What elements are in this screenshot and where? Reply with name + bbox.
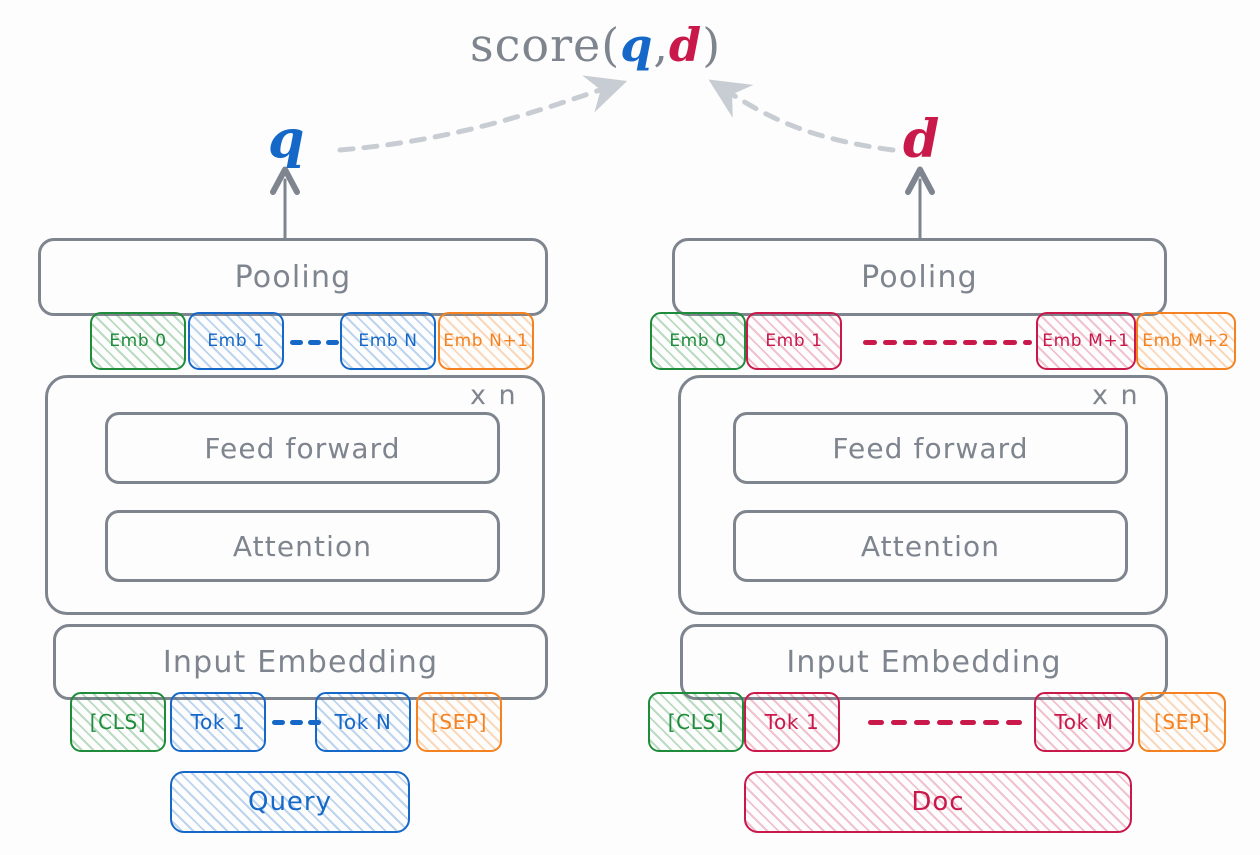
embedding-chip-query-1-label: Emb 1 [207,331,265,351]
token-chip-doc-0-label: [CLS] [667,710,725,734]
score-title-prefix: score( [470,18,621,72]
input-embedding-box-query[interactable]: Input Embedding [53,624,548,700]
embedding-chip-query-0-label: Emb 0 [109,331,167,351]
pooling-box-doc[interactable]: Pooling [672,238,1167,316]
token-chip-query-3-label: [SEP] [431,710,487,734]
token-chip-doc-3[interactable]: [SEP] [1138,692,1226,752]
attention-box-query[interactable]: Attention [105,510,500,582]
token-chip-query-2[interactable]: Tok N [315,692,411,752]
source-box-doc[interactable]: Doc [744,771,1132,833]
pooling-label-doc: Pooling [861,259,978,295]
embedding-chip-doc-1-label: Emb 1 [765,331,823,351]
token-chip-query-3[interactable]: [SEP] [416,692,502,752]
arrow-d-to-score [708,79,896,153]
token-chip-doc-2[interactable]: Tok M [1034,692,1134,752]
embedding-chip-doc-2[interactable]: Emb M+1 [1036,312,1136,370]
source-label-query: Query [247,787,332,817]
feed-forward-label-query: Feed forward [204,431,401,465]
embedding-chip-doc-3[interactable]: Emb M+2 [1136,312,1236,370]
token-chip-query-1[interactable]: Tok 1 [170,692,266,752]
embedding-chip-query-3[interactable]: Emb N+1 [438,312,534,370]
pooling-label-query: Pooling [234,259,352,295]
token-chip-query-0[interactable]: [CLS] [70,692,166,752]
score-title: score(q,d) [470,18,721,72]
source-label-doc: Doc [911,787,965,817]
feed-forward-label-doc: Feed forward [832,431,1029,465]
token-chip-doc-1-label: Tok 1 [764,710,820,734]
token-ellipsis-query [270,718,322,726]
feed-forward-box-query[interactable]: Feed forward [105,412,500,484]
feed-forward-box-doc[interactable]: Feed forward [733,412,1128,484]
attention-label-doc: Attention [860,529,1001,563]
token-chip-query-0-label: [CLS] [89,710,147,734]
embedding-chip-doc-0[interactable]: Emb 0 [650,312,746,370]
repeat-annotation-query: x n [470,380,518,411]
arrow-q-to-score [337,75,628,153]
embedding-chip-query-2-label: Emb N [358,331,418,351]
attention-label-query: Attention [232,529,373,563]
token-chip-doc-0[interactable]: [CLS] [648,692,744,752]
embedding-chip-query-2[interactable]: Emb N [340,312,436,370]
embedding-chip-doc-1[interactable]: Emb 1 [746,312,842,370]
embedding-chip-doc-0-label: Emb 0 [669,331,727,351]
token-ellipsis-doc [860,718,1030,726]
embedding-chip-doc-3-label: Emb M+2 [1142,331,1230,351]
input-embedding-label-query: Input Embedding [162,644,439,680]
pooling-box-query[interactable]: Pooling [38,238,548,316]
input-embedding-box-doc[interactable]: Input Embedding [680,624,1168,700]
embedding-ellipsis-query [288,338,340,346]
score-title-comma: , [653,18,670,72]
token-chip-doc-2-label: Tok M [1054,710,1114,734]
token-chip-query-2-label: Tok N [334,710,392,734]
embedding-chip-query-1[interactable]: Emb 1 [188,312,284,370]
input-embedding-label-doc: Input Embedding [786,644,1062,680]
output-vector-q: q [268,109,305,170]
token-chip-doc-3-label: [SEP] [1154,710,1210,734]
score-title-d: d [669,18,703,72]
embedding-ellipsis-doc [858,338,1036,346]
attention-box-doc[interactable]: Attention [733,510,1128,582]
repeat-annotation-doc: x n [1092,380,1140,411]
output-vector-d: d [903,109,940,170]
token-chip-doc-1[interactable]: Tok 1 [744,692,840,752]
embedding-chip-doc-2-label: Emb M+1 [1042,331,1130,351]
score-title-suffix: ) [702,18,722,72]
source-box-query[interactable]: Query [170,771,410,833]
embedding-chip-query-0[interactable]: Emb 0 [90,312,186,370]
score-title-q: q [620,18,654,72]
embedding-chip-query-3-label: Emb N+1 [443,331,529,351]
token-chip-query-1-label: Tok 1 [190,710,246,734]
